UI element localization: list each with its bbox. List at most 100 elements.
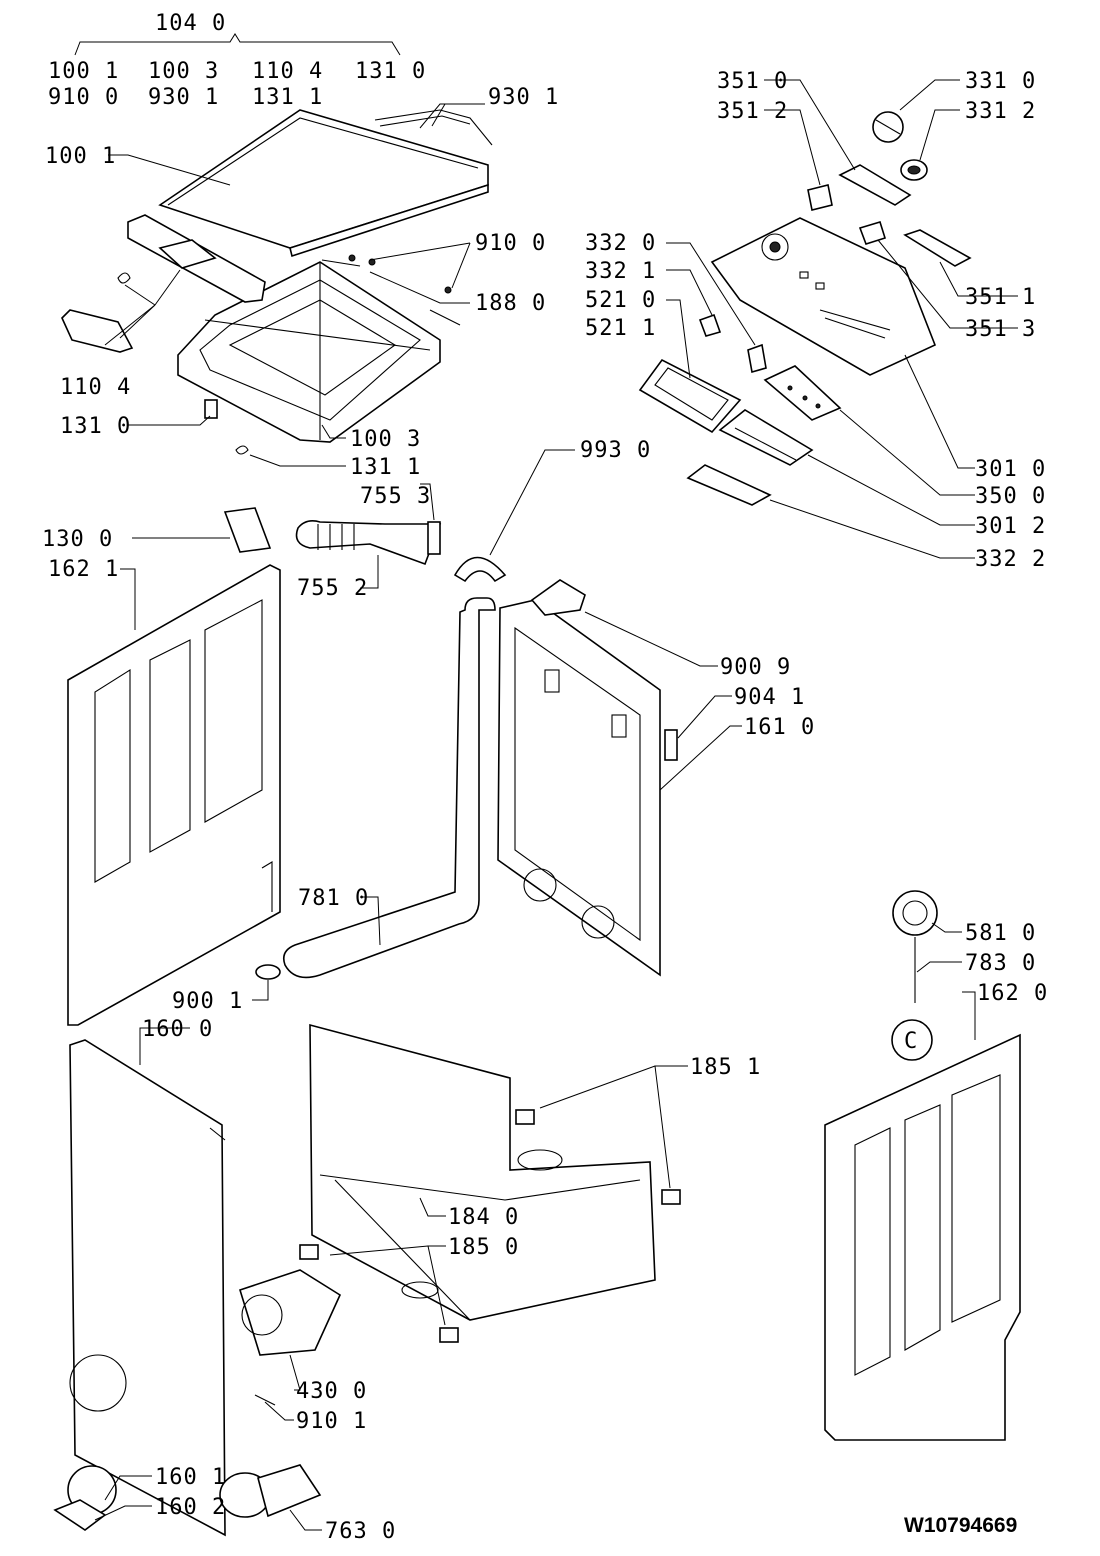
marker-c: C (891, 1019, 933, 1061)
callout-185-0: 185 0 (448, 1235, 519, 1260)
part-332-1-button (698, 313, 722, 337)
callout-910-1: 910 1 (296, 1409, 367, 1434)
part-910-1-screw (254, 1394, 276, 1406)
callout-162-1: 162 1 (48, 557, 119, 582)
part-185-0-feet (299, 1244, 459, 1343)
group-brace (74, 33, 401, 56)
part-spring-small (117, 272, 131, 284)
part-184-0-base (309, 1023, 656, 1321)
callout-900-1: 900 1 (172, 989, 243, 1014)
callout-521-0: 521 0 (585, 288, 656, 313)
callout-351-3: 351 3 (965, 317, 1036, 342)
group-member-131-1: 131 1 (252, 85, 323, 110)
group-member-131-0: 131 0 (355, 59, 426, 84)
callout-430-0: 430 0 (296, 1379, 367, 1404)
callout-332-2: 332 2 (975, 547, 1046, 572)
callout-332-0: 332 0 (585, 231, 656, 256)
part-430-0-pump (239, 1269, 342, 1356)
part-130-0-door-lock (223, 507, 272, 553)
part-162-0-side-panel (824, 1033, 1021, 1441)
part-331-0-knob (872, 111, 904, 143)
callout-910-0: 910 0 (475, 231, 546, 256)
group-member-100-3: 100 3 (148, 59, 219, 84)
callout-110-4: 110 4 (60, 375, 131, 400)
part-351-3-clip (858, 221, 887, 245)
callout-755-3: 755 3 (360, 484, 431, 509)
part-100-1-lid (158, 109, 489, 258)
part-332-0-button (747, 343, 767, 374)
callout-521-1: 521 1 (585, 316, 656, 341)
callout-130-0: 130 0 (42, 527, 113, 552)
callout-332-1: 332 1 (585, 259, 656, 284)
part-188-0-pins (321, 254, 461, 326)
group-member-930-1: 930 1 (148, 85, 219, 110)
callout-351-2: 351 2 (717, 99, 788, 124)
callout-331-0: 331 0 (965, 69, 1036, 94)
part-162-1-side-panel (67, 564, 281, 1026)
part-160-0-front-panel (69, 1039, 226, 1537)
group-104-0-header: 104 0 100 1 100 3 110 4 131 0 910 0 930 … (48, 11, 426, 110)
callout-100-1: 100 1 (45, 144, 116, 169)
callout-904-1: 904 1 (734, 685, 805, 710)
part-763-0-filter (219, 1464, 322, 1518)
callout-993-0: 993 0 (580, 438, 651, 463)
part-350-0-display-board (763, 365, 842, 421)
part-900-1-clamp (255, 964, 281, 980)
callout-301-2: 301 2 (975, 514, 1046, 539)
callout-185-1: 185 1 (690, 1055, 761, 1080)
callout-labels: 930 1 100 1 910 0 188 0 110 4 131 0 100 … (42, 69, 1048, 1544)
document-number: W10794669 (904, 1514, 1017, 1537)
part-301-2-button-frame (718, 409, 814, 466)
part-930-1-hinge-wire (374, 109, 493, 146)
group-member-110-4: 110 4 (252, 59, 323, 84)
part-131-1-spring (235, 445, 249, 455)
callout-930-1: 930 1 (488, 85, 559, 110)
group-member-910-0: 910 0 (48, 85, 119, 110)
group-104-0-label: 104 0 (155, 11, 226, 36)
callout-160-0: 160 0 (142, 1017, 213, 1042)
callout-184-0: 184 0 (448, 1205, 519, 1230)
leader-lines (94, 79, 1018, 1531)
callout-301-0: 301 0 (975, 457, 1046, 482)
callout-100-3: 100 3 (350, 427, 421, 452)
part-993-0-hose-guide (453, 556, 507, 583)
callout-131-0: 131 0 (60, 414, 131, 439)
part-904-1-clip (664, 729, 678, 761)
part-161-0-rear-panel (497, 599, 661, 977)
part-351-2-clip (807, 184, 833, 211)
part-110-4-lock-cover (61, 309, 134, 353)
group-member-100-1: 100 1 (48, 59, 119, 84)
callout-161-0: 161 0 (744, 715, 815, 740)
callout-781-0: 781 0 (298, 886, 369, 911)
part-581-0-pressure-switch (892, 890, 938, 936)
callout-162-0: 162 0 (977, 981, 1048, 1006)
part-351-1-led-strip (903, 229, 972, 267)
part-521-0-pcb-housing (638, 358, 742, 434)
part-900-9-bracket (530, 579, 586, 616)
part-332-2-button-strip (686, 464, 772, 506)
part-755-3-clip (427, 521, 441, 555)
callout-350-0: 350 0 (975, 484, 1046, 509)
callout-131-1: 131 1 (350, 455, 421, 480)
part-781-0-drain-hose (282, 597, 496, 979)
callout-755-2: 755 2 (297, 576, 368, 601)
part-331-2-knob-ring (900, 159, 928, 181)
callout-351-1: 351 1 (965, 285, 1036, 310)
part-131-0-latch (204, 399, 218, 419)
callout-188-0: 188 0 (475, 291, 546, 316)
part-351-0-bracket (838, 164, 912, 206)
part-301-0-console (710, 217, 937, 376)
part-100-3-top-frame (177, 261, 441, 443)
marker-c-label: C (904, 1029, 918, 1054)
callout-160-1: 160 1 (155, 1465, 226, 1490)
callout-581-0: 581 0 (965, 921, 1036, 946)
part-185-1-feet (515, 1109, 681, 1205)
callout-331-2: 331 2 (965, 99, 1036, 124)
callout-900-9: 900 9 (720, 655, 791, 680)
callout-160-2: 160 2 (155, 1495, 226, 1520)
part-110-4-handle-trim (127, 214, 266, 303)
callout-763-0: 763 0 (325, 1519, 396, 1544)
callout-783-0: 783 0 (965, 951, 1036, 976)
part-755-2-bellows-hose (295, 520, 442, 566)
